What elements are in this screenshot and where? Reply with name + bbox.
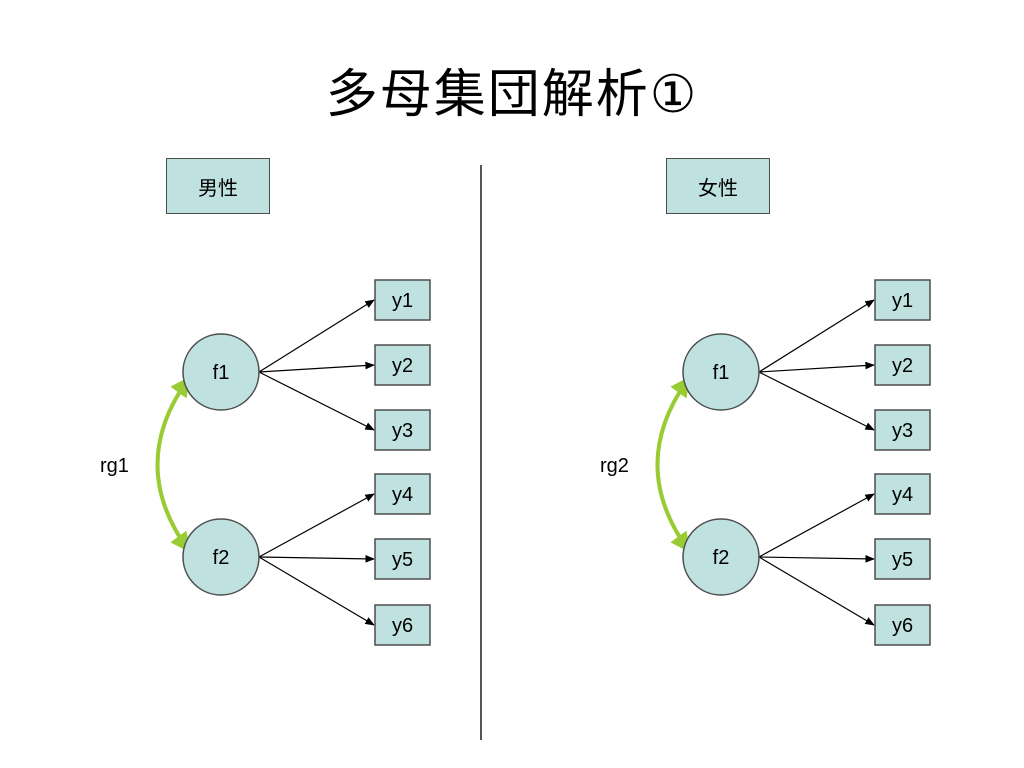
indicator-box-y4 [874, 473, 931, 515]
indicator-label: y3 [392, 420, 413, 442]
loading-arrow-f1-y3 [258, 371, 375, 431]
factor-label: f2 [713, 547, 730, 569]
indicator-box-y3 [374, 409, 431, 451]
loading-arrow-f1-y2 [258, 361, 375, 373]
factor-node-f2 [182, 518, 260, 596]
indicator-box-y1 [874, 279, 931, 321]
factor-node-f1 [682, 333, 760, 411]
group-label-female: 女性 [666, 158, 770, 214]
indicator-box-y2 [874, 344, 931, 386]
indicator-box-y5 [374, 538, 431, 580]
factor-label: f1 [213, 362, 230, 384]
factor-node-f1 [182, 333, 260, 411]
loading-arrow-f2-y5 [758, 555, 875, 563]
indicator-box-y1 [374, 279, 431, 321]
factor-node-f2 [682, 518, 760, 596]
indicator-label: y4 [892, 484, 913, 506]
indicator-label: y4 [392, 484, 413, 506]
indicator-box-y6 [874, 604, 931, 646]
female-group-diagram: rg2 f1 f2 y1 y2 y3 y4 y5 y6 [600, 279, 931, 646]
factor-label: f1 [713, 362, 730, 384]
covariance-label: rg1 [100, 455, 129, 477]
indicator-label: y6 [892, 615, 913, 637]
group-label-male: 男性 [166, 158, 270, 214]
male-group-diagram: rg1 f1 f2 y1 y2 y3 y4 y5 y6 [100, 279, 431, 646]
indicator-box-y6 [374, 604, 431, 646]
covariance-label: rg2 [600, 455, 629, 477]
indicator-label: y2 [392, 355, 413, 377]
loading-arrow-f1-y1 [758, 299, 875, 373]
indicator-label: y1 [892, 290, 913, 312]
indicator-box-y2 [374, 344, 431, 386]
loading-arrow-f1-y1 [258, 299, 375, 373]
indicator-label: y1 [392, 290, 413, 312]
indicator-box-y3 [874, 409, 931, 451]
group-divider-line [480, 165, 482, 740]
loading-arrow-f2-y6 [758, 556, 875, 626]
loading-arrow-f2-y6 [258, 556, 375, 626]
slide-title: 多母集団解析① [325, 65, 699, 125]
loading-arrow-f1-y2 [758, 361, 875, 373]
covariance-arrow [155, 376, 191, 553]
loading-arrow-f2-y4 [758, 493, 875, 558]
indicator-box-y4 [374, 473, 431, 515]
loading-arrow-f1-y3 [758, 371, 875, 431]
indicator-label: y2 [892, 355, 913, 377]
indicator-label: y6 [392, 615, 413, 637]
indicator-label: y5 [392, 549, 413, 571]
indicator-label: y3 [892, 420, 913, 442]
indicator-label: y5 [892, 549, 913, 571]
covariance-arrow [655, 376, 691, 553]
loading-arrow-f2-y4 [258, 493, 375, 558]
indicator-box-y5 [874, 538, 931, 580]
factor-label: f2 [213, 547, 230, 569]
loading-arrow-f2-y5 [258, 555, 375, 563]
